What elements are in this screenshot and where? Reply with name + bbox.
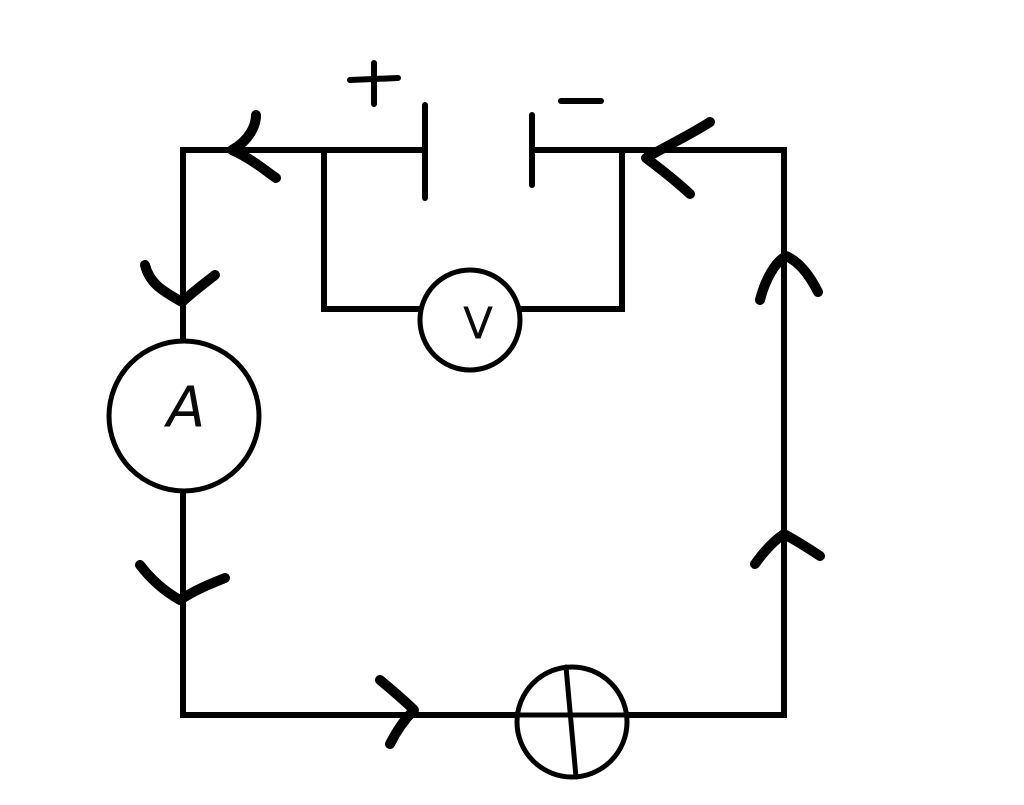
current-arrow-icon (135, 560, 230, 605)
current-arrow-icon (641, 117, 715, 199)
current-arrow-icon (375, 675, 419, 749)
current-arrow-icon (140, 260, 220, 307)
voltmeter-label: V (463, 299, 493, 350)
cell-icon: + − (347, 60, 604, 201)
current-arrow-icon (750, 529, 825, 569)
current-arrow-icon (227, 110, 281, 183)
circuit-wires (180, 147, 787, 718)
ammeter-label: A (164, 376, 205, 441)
voltmeter-icon: V (417, 267, 523, 373)
current-arrow-icon (755, 251, 823, 305)
voltmeter-circle (417, 267, 523, 373)
lamp-vertical (563, 664, 579, 780)
current-arrows (135, 110, 825, 749)
lamp-icon (514, 664, 630, 780)
ammeter-circle (106, 338, 262, 494)
ammeter-icon: A (106, 338, 262, 494)
negative-terminal-sign: − (558, 98, 604, 104)
positive-terminal-sign: + (347, 60, 401, 107)
